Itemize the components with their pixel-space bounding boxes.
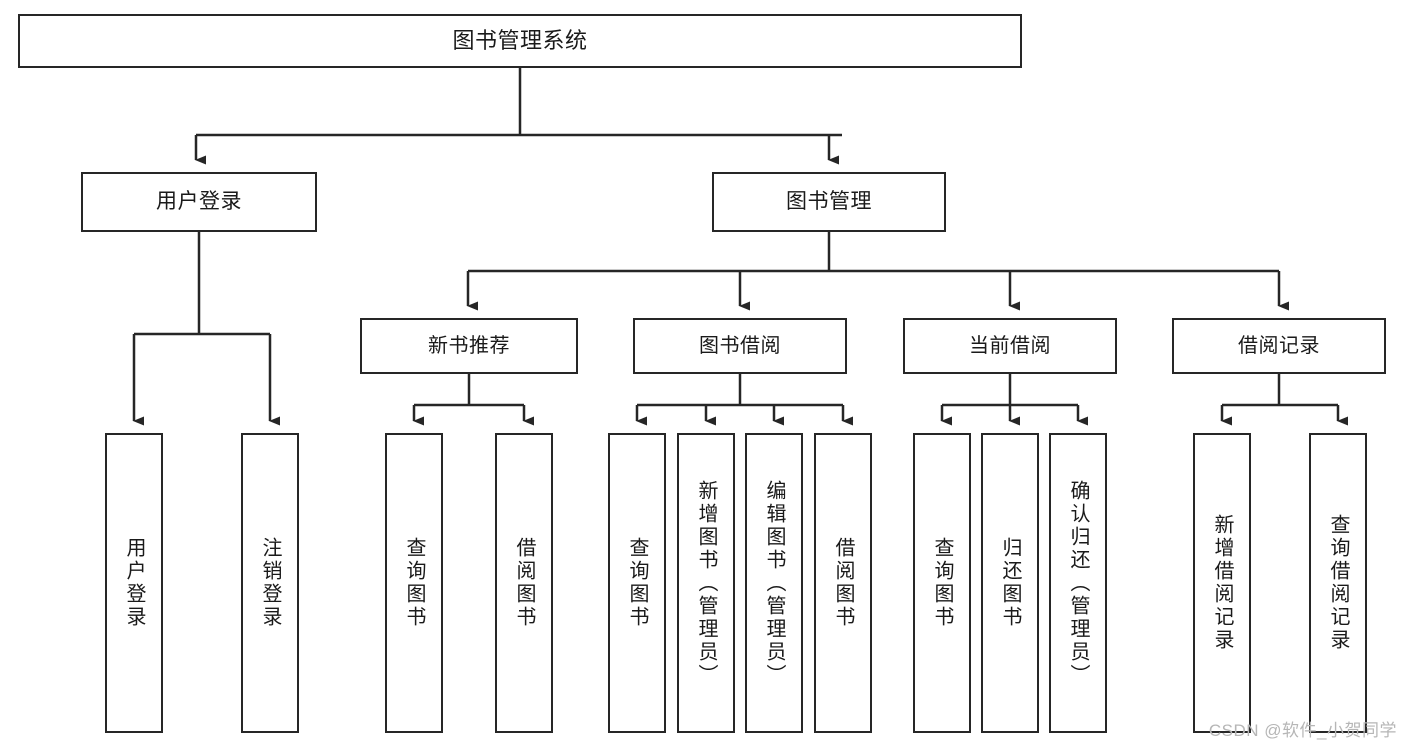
- node-leaf-bb-borrow-book-label: 借阅图书: [832, 537, 854, 629]
- node-leaf-logout[interactable]: 注销登录: [241, 433, 299, 733]
- node-user-login-label: 用户登录: [156, 189, 242, 213]
- node-book-borrow-label: 图书借阅: [699, 334, 781, 357]
- node-root-label: 图书管理系统: [452, 28, 588, 54]
- node-current-borrow-label: 当前借阅: [969, 334, 1051, 357]
- node-leaf-nb-borrow-book[interactable]: 借阅图书: [495, 433, 553, 733]
- node-leaf-logout-label: 注销登录: [259, 537, 281, 629]
- node-leaf-br-add-record[interactable]: 新增借阅记录: [1193, 433, 1251, 733]
- node-leaf-nb-query-book[interactable]: 查询图书: [385, 433, 443, 733]
- node-leaf-user-login[interactable]: 用户登录: [105, 433, 163, 733]
- node-leaf-user-login-label: 用户登录: [123, 537, 145, 629]
- node-root[interactable]: 图书管理系统: [18, 14, 1022, 68]
- node-leaf-bb-edit-book[interactable]: 编辑图书（管理员）: [745, 433, 803, 733]
- node-leaf-br-query-record-label: 查询借阅记录: [1327, 514, 1349, 652]
- node-leaf-bb-query-book-label: 查询图书: [626, 537, 648, 629]
- node-leaf-cb-return-book-label: 归还图书: [999, 537, 1021, 629]
- node-current-borrow[interactable]: 当前借阅: [903, 318, 1117, 374]
- node-borrow-record-label: 借阅记录: [1238, 334, 1320, 357]
- node-leaf-bb-query-book[interactable]: 查询图书: [608, 433, 666, 733]
- node-book-borrow[interactable]: 图书借阅: [633, 318, 847, 374]
- node-new-book-recommend-label: 新书推荐: [428, 334, 510, 357]
- node-leaf-bb-add-book-label: 新增图书（管理员）: [695, 479, 717, 687]
- node-leaf-bb-edit-book-label: 编辑图书（管理员）: [763, 479, 785, 687]
- node-leaf-bb-add-book[interactable]: 新增图书（管理员）: [677, 433, 735, 733]
- node-leaf-cb-return-book[interactable]: 归还图书: [981, 433, 1039, 733]
- node-book-management[interactable]: 图书管理: [712, 172, 946, 232]
- node-leaf-br-query-record[interactable]: 查询借阅记录: [1309, 433, 1367, 733]
- node-borrow-record[interactable]: 借阅记录: [1172, 318, 1386, 374]
- node-leaf-cb-confirm-return[interactable]: 确认归还（管理员）: [1049, 433, 1107, 733]
- node-leaf-cb-confirm-return-label: 确认归还（管理员）: [1067, 479, 1089, 687]
- node-leaf-nb-query-book-label: 查询图书: [403, 537, 425, 629]
- node-leaf-bb-borrow-book[interactable]: 借阅图书: [814, 433, 872, 733]
- node-book-management-label: 图书管理: [786, 189, 872, 213]
- node-new-book-recommend[interactable]: 新书推荐: [360, 318, 578, 374]
- node-leaf-cb-query-book-label: 查询图书: [931, 537, 953, 629]
- node-leaf-nb-borrow-book-label: 借阅图书: [513, 537, 535, 629]
- node-user-login[interactable]: 用户登录: [81, 172, 317, 232]
- node-leaf-cb-query-book[interactable]: 查询图书: [913, 433, 971, 733]
- node-leaf-br-add-record-label: 新增借阅记录: [1211, 514, 1233, 652]
